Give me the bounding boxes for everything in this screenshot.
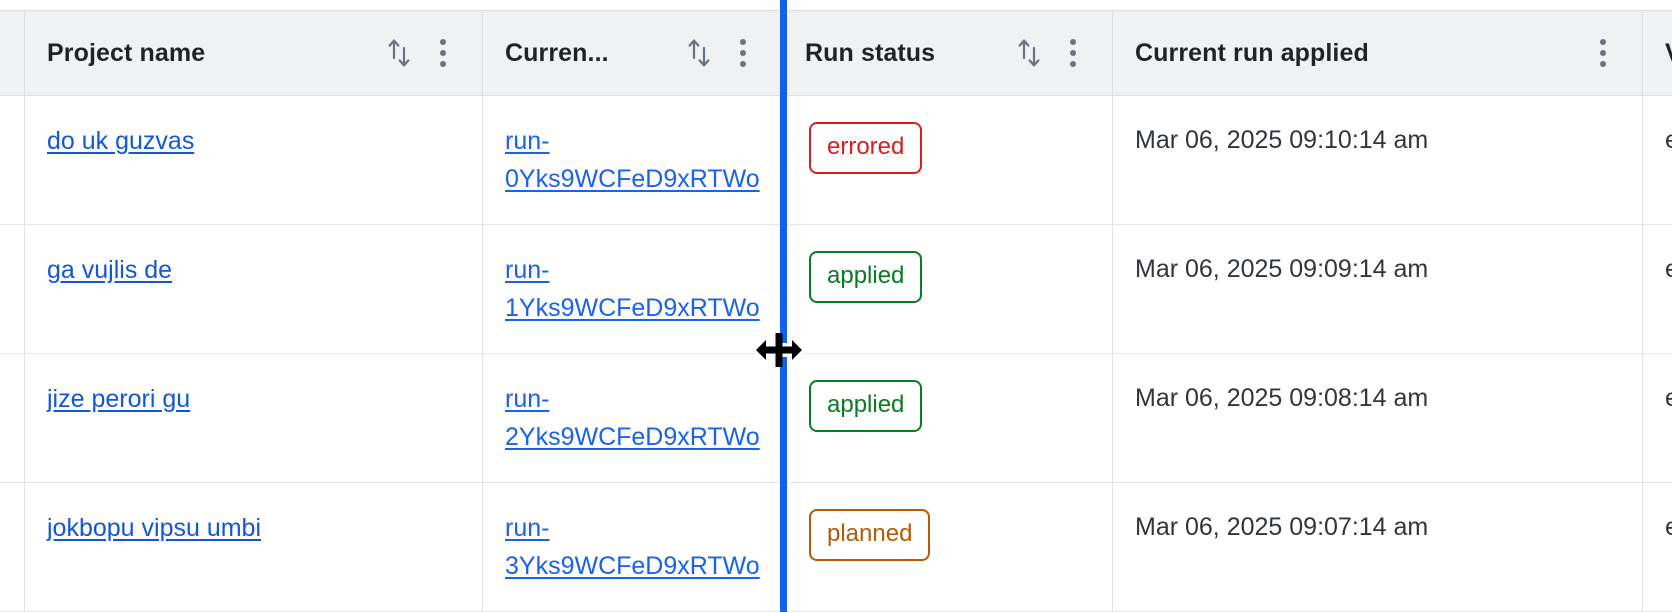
row-gutter-cell [0, 225, 25, 354]
column-header-current-run-applied[interactable]: Current run applied [1113, 10, 1643, 96]
cell-partial: e [1643, 225, 1672, 354]
cell-current-run: run-0Yks9WCFeD9xRTWo [483, 96, 783, 225]
cell-project-name: jokbopu vipsu umbi [25, 483, 483, 612]
project-name-link[interactable]: ga vujlis de [47, 256, 173, 284]
column-header-label-current-run: Curren... [505, 38, 609, 67]
column-header-label-project-name: Project name [47, 38, 206, 67]
cell-partial: e [1643, 354, 1672, 483]
header-row: Project name [0, 10, 1672, 96]
current-run-link[interactable]: run-1Yks9WCFeD9xRTWo [505, 256, 760, 322]
status-badge: planned [809, 509, 931, 561]
projects-table: Project name [0, 10, 1672, 612]
row-gutter-cell [0, 354, 25, 483]
sort-icon[interactable] [682, 34, 716, 72]
cell-current-run-applied: Mar 06, 2025 09:07:14 am [1113, 483, 1643, 612]
project-name-link[interactable]: do uk guzvas [47, 127, 195, 155]
column-header-current-run[interactable]: Curren... [483, 10, 783, 96]
project-name-link[interactable]: jize perori gu [47, 385, 191, 413]
status-badge: applied [809, 380, 923, 432]
row-gutter-header [0, 10, 25, 96]
cell-partial: e [1643, 483, 1672, 612]
cell-run-status: applied [783, 225, 1113, 354]
partial-value: e [1665, 513, 1672, 541]
partial-value: e [1665, 384, 1672, 412]
partial-value: e [1665, 126, 1672, 154]
applied-timestamp: Mar 06, 2025 09:10:14 am [1135, 126, 1429, 154]
status-badge: errored [809, 122, 923, 174]
column-header-partial[interactable]: V [1643, 10, 1672, 96]
partial-value: e [1665, 255, 1672, 283]
table-row[interactable]: jokbopu vipsu umbi run-3Yks9WCFeD9xRTWo … [0, 483, 1672, 612]
column-header-label-partial: V [1665, 39, 1672, 68]
column-header-run-status[interactable]: Run status [783, 10, 1113, 96]
cell-project-name: ga vujlis de [25, 225, 483, 354]
table-header: Project name [0, 10, 1672, 96]
cell-project-name: jize perori gu [25, 354, 483, 483]
row-gutter-cell [0, 96, 25, 225]
kebab-menu-icon[interactable] [1586, 34, 1620, 72]
table-row[interactable]: jize perori gu run-2Yks9WCFeD9xRTWo appl… [0, 354, 1672, 483]
kebab-menu-icon[interactable] [426, 34, 460, 72]
row-gutter-cell [0, 483, 25, 612]
current-run-link[interactable]: run-3Yks9WCFeD9xRTWo [505, 514, 760, 580]
kebab-menu-icon[interactable] [726, 34, 760, 72]
column-header-project-name[interactable]: Project name [25, 10, 483, 96]
sort-icon[interactable] [1012, 34, 1046, 72]
kebab-menu-icon[interactable] [1056, 34, 1090, 72]
cell-partial: e [1643, 96, 1672, 225]
cell-project-name: do uk guzvas [25, 96, 483, 225]
table-row[interactable]: do uk guzvas run-0Yks9WCFeD9xRTWo errore… [0, 96, 1672, 225]
cell-run-status: applied [783, 354, 1113, 483]
cell-current-run: run-2Yks9WCFeD9xRTWo [483, 354, 783, 483]
cell-current-run: run-1Yks9WCFeD9xRTWo [483, 225, 783, 354]
applied-timestamp: Mar 06, 2025 09:08:14 am [1135, 384, 1429, 412]
project-name-link[interactable]: jokbopu vipsu umbi [47, 514, 262, 542]
sort-icon[interactable] [382, 34, 416, 72]
status-badge: applied [809, 251, 923, 303]
cell-run-status: errored [783, 96, 1113, 225]
cell-run-status: planned [783, 483, 1113, 612]
column-header-label-run-status: Run status [805, 38, 936, 67]
table-body: do uk guzvas run-0Yks9WCFeD9xRTWo errore… [0, 96, 1672, 612]
column-header-label-current-run-applied: Current run applied [1135, 38, 1369, 67]
cell-current-run-applied: Mar 06, 2025 09:09:14 am [1113, 225, 1643, 354]
cell-current-run-applied: Mar 06, 2025 09:10:14 am [1113, 96, 1643, 225]
applied-timestamp: Mar 06, 2025 09:07:14 am [1135, 513, 1429, 541]
applied-timestamp: Mar 06, 2025 09:09:14 am [1135, 255, 1429, 283]
table-row[interactable]: ga vujlis de run-1Yks9WCFeD9xRTWo applie… [0, 225, 1672, 354]
cell-current-run-applied: Mar 06, 2025 09:08:14 am [1113, 354, 1643, 483]
current-run-link[interactable]: run-0Yks9WCFeD9xRTWo [505, 127, 760, 193]
cell-current-run: run-3Yks9WCFeD9xRTWo [483, 483, 783, 612]
current-run-link[interactable]: run-2Yks9WCFeD9xRTWo [505, 385, 760, 451]
